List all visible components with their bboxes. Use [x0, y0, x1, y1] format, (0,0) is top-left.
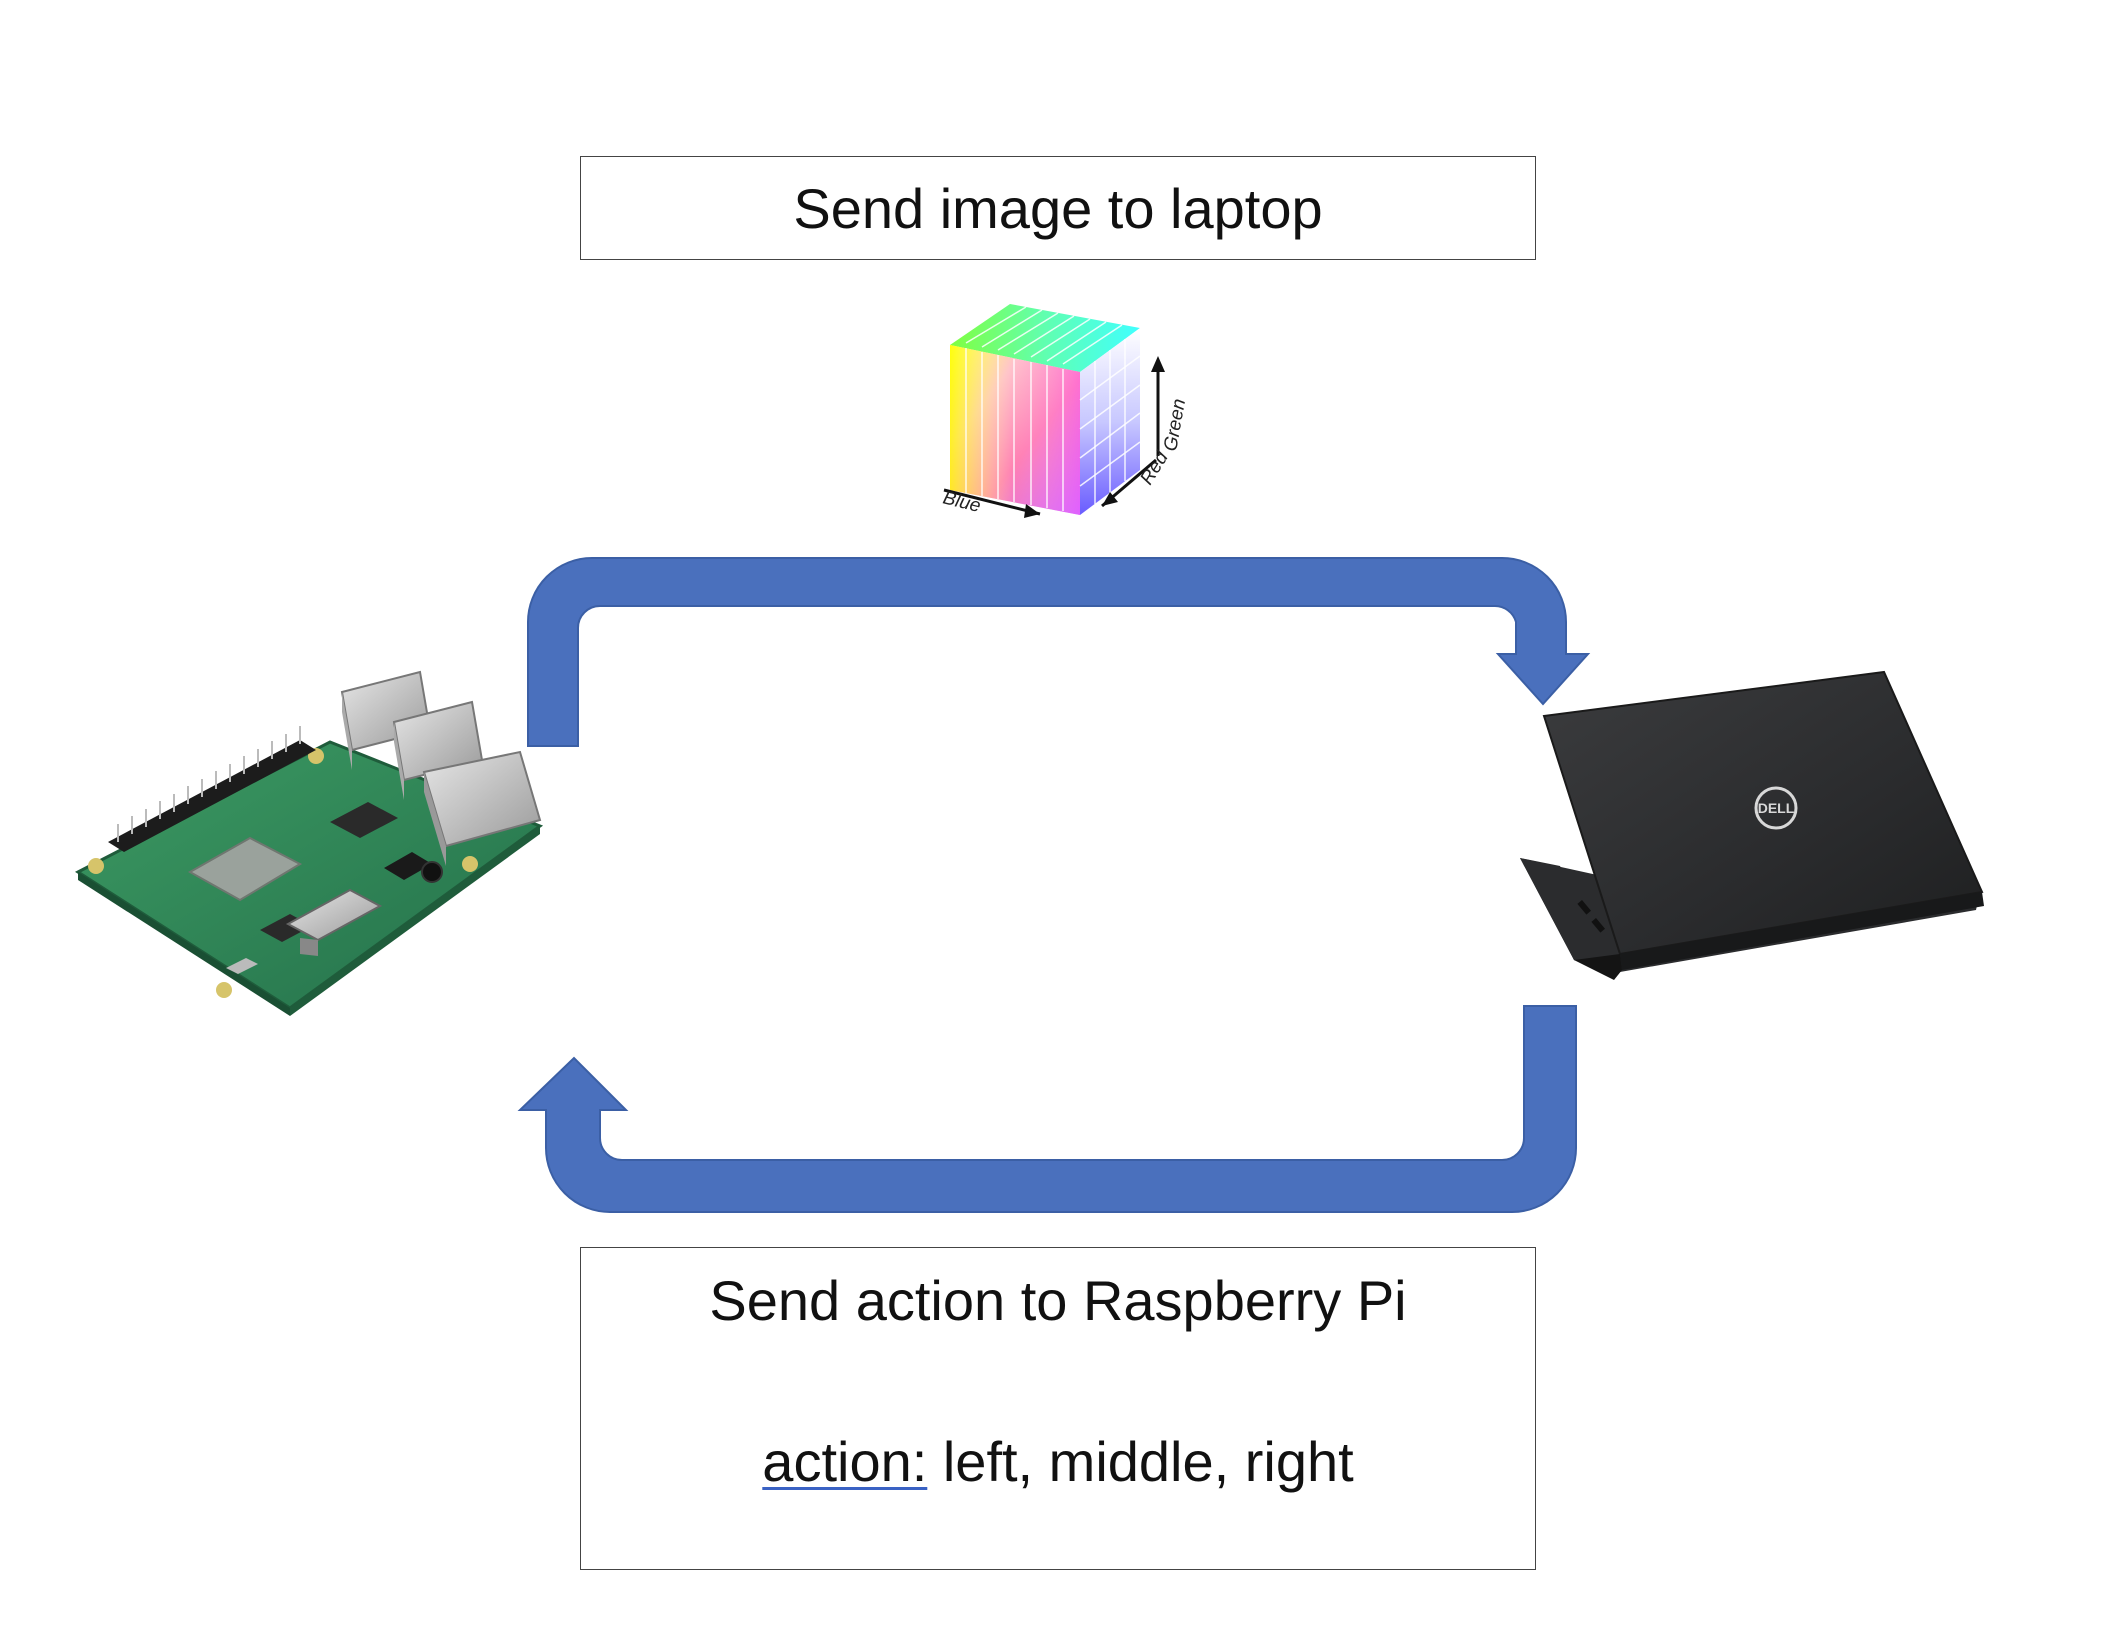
send-image-label: Send image to laptop — [793, 176, 1323, 240]
send-action-title: Send action to Raspberry Pi — [709, 1269, 1407, 1332]
dell-logo-text: DELL — [1758, 800, 1795, 816]
action-values: left, middle, right — [927, 1430, 1354, 1493]
cube-axis-green-label: Green — [1160, 397, 1190, 453]
arrow-to-raspberry-pi — [517, 1005, 1577, 1213]
cube-axis-red-label: Red — [1136, 447, 1173, 489]
laptop-image — [1520, 670, 1984, 980]
send-image-label-box: Send image to laptop — [580, 156, 1536, 260]
arrow-to-laptop — [527, 557, 1591, 747]
action-key-label: action: — [762, 1430, 928, 1493]
rgb-cube-icon — [943, 304, 1165, 518]
raspberry-pi-image — [75, 670, 544, 1016]
send-action-label-box: Send action to Raspberry Pi action: left… — [580, 1247, 1536, 1570]
action-values-line: action: left, middle, right — [581, 1429, 1535, 1494]
